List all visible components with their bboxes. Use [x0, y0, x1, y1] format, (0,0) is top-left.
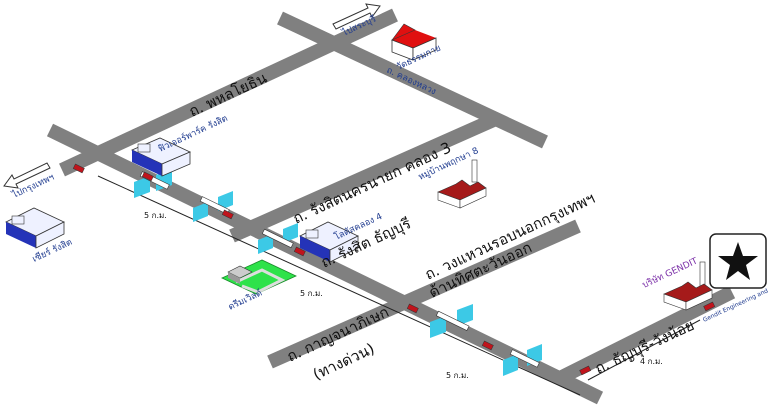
distance-label-4: 4 ก.ม.	[640, 357, 663, 366]
car	[293, 246, 306, 257]
company-factory	[663, 261, 713, 311]
car	[141, 171, 154, 182]
star-marker	[709, 233, 767, 289]
car	[221, 209, 234, 220]
car	[481, 340, 494, 351]
distance-line-2	[587, 319, 701, 381]
road-outer-ring	[267, 219, 581, 369]
car	[72, 163, 85, 174]
distance-line	[97, 175, 581, 396]
car	[579, 365, 592, 376]
distance-label-3: 5 ก.ม.	[446, 371, 469, 380]
lotus-building	[299, 221, 359, 263]
temple-building	[391, 23, 437, 61]
distance-label-2: 5 ก.ม.	[300, 289, 323, 298]
bridge-4	[430, 304, 473, 338]
label-dreamworld: ดรีมเวิลด์	[226, 287, 264, 313]
future-park-building	[131, 137, 191, 177]
cars	[72, 163, 716, 376]
village-factory	[437, 159, 487, 209]
label-rangsit-nakhon-nayok: ถ. รังสิตนครนายก คลอง 3	[290, 138, 454, 227]
road-khlong-luang	[277, 11, 548, 149]
car	[406, 303, 419, 314]
car	[703, 301, 716, 312]
arrow-to-saraburi	[332, 3, 381, 30]
arrow-to-bangkok	[3, 162, 51, 189]
zeer-building	[5, 207, 65, 249]
bridge-3	[258, 223, 298, 254]
bridge-2	[193, 191, 233, 222]
label-phahonyothin: ถ. พหลโยธิน	[186, 69, 270, 121]
distance-label-1: 5 ก.ม.	[144, 211, 167, 220]
roads	[46, 8, 736, 405]
road-rangsit-nakhon-nayok	[229, 111, 501, 243]
bridge-5	[503, 344, 542, 376]
dreamworld-park	[221, 259, 297, 295]
